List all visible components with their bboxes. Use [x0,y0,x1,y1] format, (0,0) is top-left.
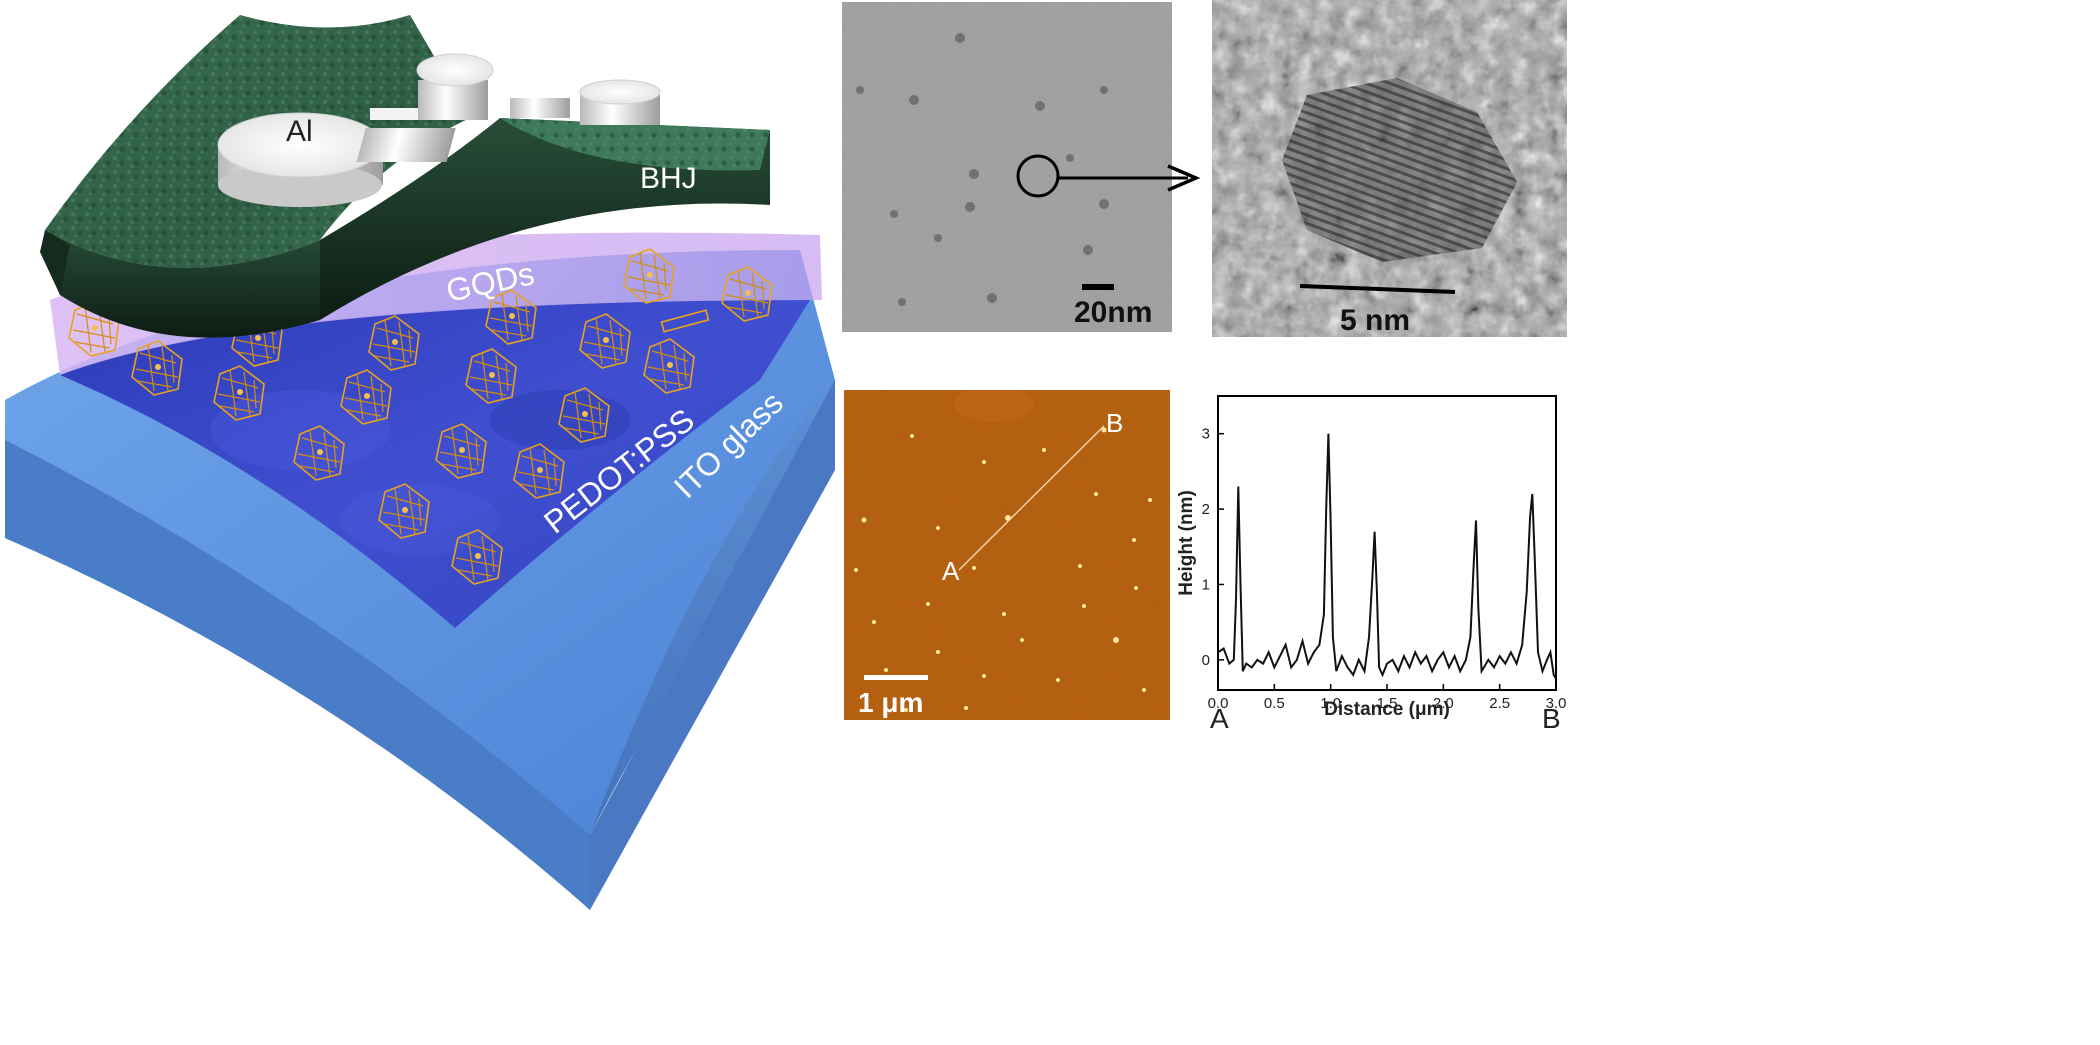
height-profile-series [1217,433,1557,680]
tem-low-drawing: 20nm [842,2,1172,332]
y-axis-ticks: 0 1 2 3 [1202,426,1224,669]
tem-high-scalebar [1299,284,1456,294]
afm-point-a-label: A [942,556,960,586]
height-profile-plot: 0.0 0.5 1.0 1.5 2.0 2.5 3.0 0 1 2 3 Distance (μm)… [1176,395,1567,734]
al-electrodes [217,53,661,207]
y-tick-label: 2 [1202,501,1210,518]
x-axis-ticks: 0.0 0.5 1.0 1.5 2.0 2.5 3.0 [1208,684,1567,712]
afm-point-b-label: B [1106,408,1123,438]
tem-high-resolution-image: 5 nm [1212,0,1567,337]
afm-drawing: A B 1 μm [844,386,1170,720]
x-tick-label: 1.5 [1377,695,1398,712]
x-tick-label: 3.0 [1546,695,1567,712]
tem-low-magnification-image: 20nm [842,2,1172,332]
x-tick-label: 0.5 [1264,695,1285,712]
height-profile-chart: 0.0 0.5 1.0 1.5 2.0 2.5 3.0 0 1 2 3 Distance (μm)… [1170,390,1570,735]
y-tick-label: 1 [1202,576,1210,593]
bhj-label: BHJ [640,162,697,195]
nanoparticle-dots [856,33,1109,306]
afm-profile-line [958,425,1105,571]
tem-high-drawing: 5 nm [1212,0,1567,337]
selected-particle-circle [1016,154,1060,198]
device-schematic: Al BHJ GQDs PEDOT:PSS ITO glass [5,15,835,910]
afm-image: A B 1 μm [844,386,1170,720]
x-tick-label: 2.0 [1433,695,1454,712]
y-axis-label: Height (nm) [1176,490,1197,596]
x-tick-label: 1.0 [1320,695,1341,712]
y-tick-label: 0 [1202,652,1210,669]
tem-high-scalebar-label: 5 nm [1340,304,1410,337]
zoom-arrow [1058,164,1201,192]
y-tick-label: 3 [1202,426,1210,443]
endpoint-b-label: B [1542,703,1561,734]
afm-scalebar-label: 1 μm [858,687,923,718]
al-label: Al [286,115,313,148]
plot-frame [1217,395,1557,691]
gqd-flakes [68,248,773,585]
endpoint-a-label: A [1210,703,1229,734]
afm-scalebar [864,675,928,680]
tem-low-scalebar [1082,284,1114,290]
x-tick-label: 0.0 [1208,695,1229,712]
x-axis-label: Distance (μm) [1324,699,1450,720]
tem-low-scalebar-label: 20nm [1074,296,1152,329]
device-schematic-drawing: Al BHJ GQDs PEDOT:PSS ITO glass [5,15,835,910]
x-tick-label: 2.5 [1489,695,1510,712]
afm-bright-spots [854,427,1152,712]
